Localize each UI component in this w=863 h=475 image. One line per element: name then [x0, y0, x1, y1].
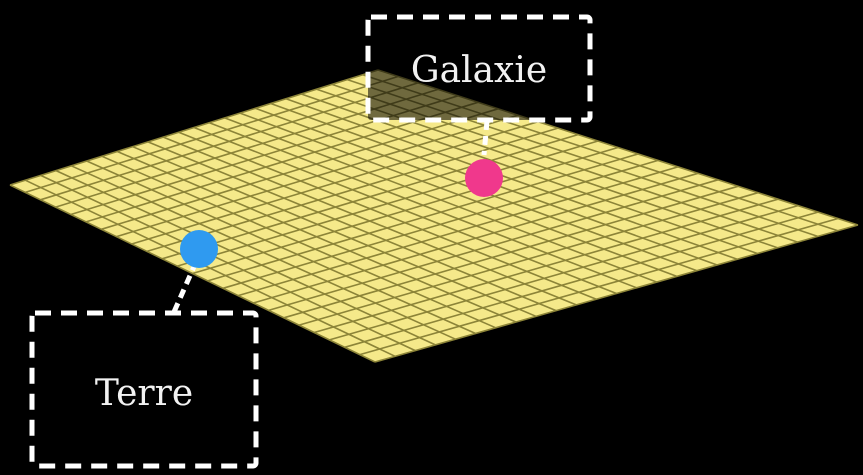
terre-point — [180, 230, 218, 268]
galaxie-point — [465, 159, 503, 197]
galaxie-label: Galaxie — [411, 50, 547, 91]
terre-label: Terre — [95, 373, 193, 414]
